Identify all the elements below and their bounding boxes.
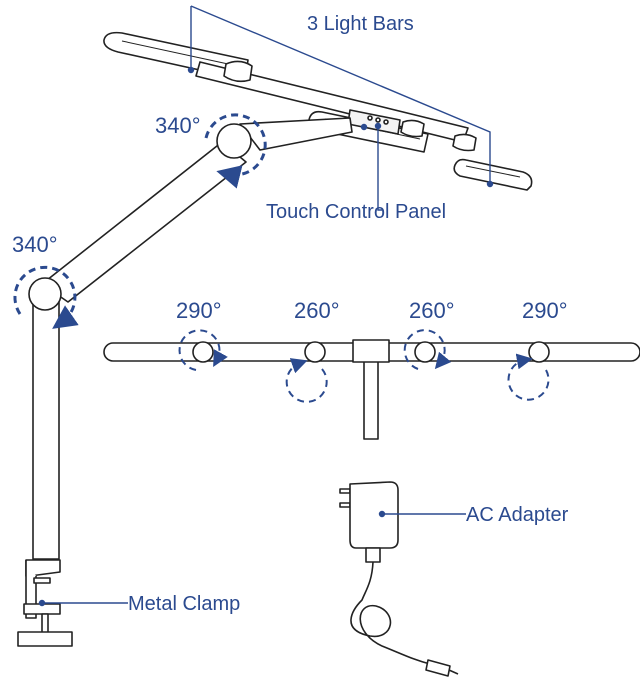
- light-bars-label: 3 Light Bars: [307, 13, 414, 35]
- leader-lines: [38, 5, 494, 607]
- upper-joint-angle: 340°: [155, 113, 201, 138]
- labels: 3 Light Bars Touch Control Panel AC Adap…: [12, 13, 569, 615]
- adapter-prong-1: [339, 488, 351, 494]
- bar-joint-angle-4: 290°: [522, 298, 568, 323]
- touch-panel-label: Touch Control Panel: [266, 201, 446, 223]
- touch-panel-leader: [377, 126, 382, 211]
- metal-clamp-label: Metal Clamp: [128, 593, 240, 615]
- upper-joint-arc: [204, 113, 267, 189]
- ac-adapter-illustration: [339, 481, 459, 677]
- adapter-prong-2: [339, 502, 351, 508]
- touch-button-1: [367, 115, 373, 121]
- adapter-cable: [350, 561, 431, 665]
- top-view-joint-1: [192, 341, 214, 363]
- adapter-body: [349, 481, 399, 549]
- clamp: [17, 559, 73, 647]
- bar-joint-angle-3: 260°: [409, 298, 455, 323]
- top-view-joint-2: [304, 341, 326, 363]
- leader-dot-bar-center: [360, 123, 368, 131]
- bar-joint-pod-2: [400, 119, 425, 138]
- adapter-strain-relief: [365, 547, 381, 563]
- top-view-post: [363, 360, 379, 440]
- upper-arm: [41, 141, 247, 303]
- top-view-touch-panel: [352, 339, 390, 363]
- touch-button-3: [383, 119, 389, 125]
- light-bar-right: [453, 158, 533, 191]
- lower-joint-arc: [13, 265, 79, 329]
- bar-joint-pod-1: [223, 60, 253, 83]
- bar-joint-angle-2: 260°: [294, 298, 340, 323]
- leader-dot-bar-left: [187, 66, 195, 74]
- adapter-plug-tip: [448, 669, 459, 675]
- bar-joint-arc-1: [178, 329, 228, 371]
- bar-joint-arc-2: [285, 358, 328, 403]
- light-bars-bracket: [190, 5, 491, 184]
- upper-joint: [216, 123, 252, 159]
- adapter-plug: [425, 659, 451, 677]
- bar-joint-angle-1: 290°: [176, 298, 222, 323]
- top-view-joint-3: [414, 341, 436, 363]
- lower-joint-angle: 340°: [12, 232, 58, 257]
- lamp-perspective-view: [17, 31, 533, 647]
- lamp-top-view: [103, 339, 640, 440]
- ac-adapter-label: AC Adapter: [466, 504, 569, 526]
- lower-joint: [28, 277, 62, 311]
- touch-button-2: [375, 117, 381, 123]
- leader-dot-bar-right: [486, 180, 494, 188]
- leader-dot-adapter: [378, 510, 386, 518]
- bar-joint-pod-3: [452, 133, 477, 152]
- pole: [32, 299, 60, 560]
- leader-dot-clamp: [38, 599, 46, 607]
- bar-joint-arc-3: [403, 329, 452, 370]
- leader-dot-touch: [374, 122, 382, 130]
- top-view-joint-4: [528, 341, 550, 363]
- bar-joint-arc-4: [507, 353, 550, 401]
- connector-arm: [239, 117, 353, 151]
- rotation-arcs: [13, 113, 550, 403]
